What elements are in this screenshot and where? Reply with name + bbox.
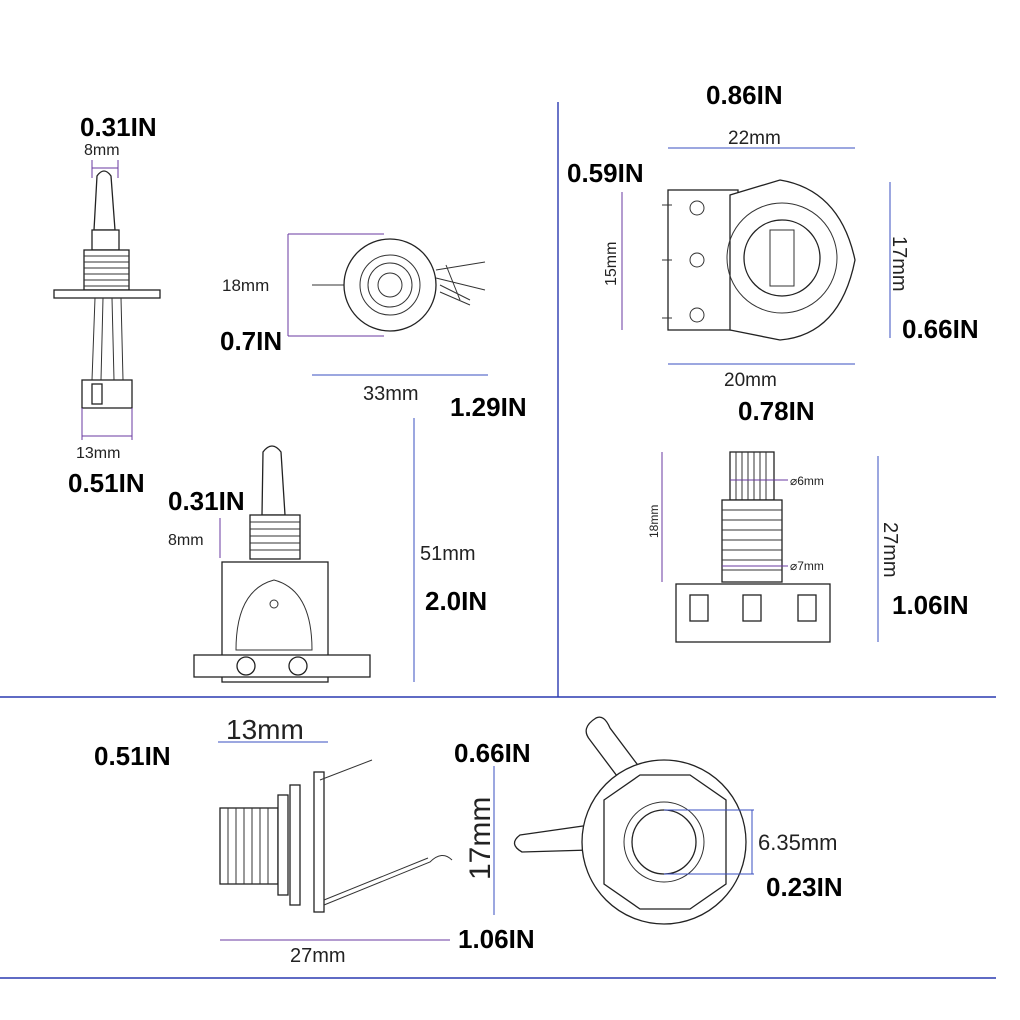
toggle-side-height-mm: 18mm (222, 276, 269, 295)
toggle-base-block (81, 379, 133, 409)
jack-socket-hole (631, 809, 697, 875)
jack-front-hole-mm: 6.35mm (758, 830, 837, 855)
pot-side-shaft-dia: ⌀6mm (790, 474, 824, 488)
jack-side-thread-in: 0.51IN (94, 741, 171, 771)
pot-front-width-in: 0.86IN (706, 80, 783, 110)
toggle-front-height-in: 2.0IN (425, 586, 487, 616)
toggle-side-length-mm: 33mm (363, 383, 419, 405)
pot-threaded-bushing (721, 499, 783, 583)
toggle-plate (53, 289, 161, 299)
pot-front-body-mm: 20mm (724, 370, 777, 391)
toggle-switch-front-view: 0.31IN 8mm 51mm 2.0IN (168, 418, 487, 683)
pot-knurled-shaft (729, 451, 775, 501)
toggle-screw-right (288, 656, 308, 676)
jack-threaded-barrel (219, 807, 279, 885)
toggle-collar (91, 229, 120, 251)
toggle-side-height-in: 0.7IN (220, 326, 282, 356)
pot-side-thread-dia: ⌀7mm (790, 559, 824, 573)
toggle-switch-top-view: 0.31IN 8mm 13mm 0.51IN (53, 112, 161, 498)
output-jack-front-view: 6.35mm 0.23IN (513, 716, 843, 925)
pot-side-height-mm: 27mm (879, 522, 901, 578)
jack-side-length-in: 1.06IN (458, 924, 535, 954)
output-jack-side-view: 13mm 0.51IN 0.66IN 17mm 27mm 1.06IN (94, 714, 535, 967)
toggle-thread (83, 249, 130, 291)
jack-side-height-in: 0.66IN (454, 738, 531, 768)
jack-side-length-mm: 27mm (290, 945, 346, 967)
toggle-top-base-mm: 13mm (76, 445, 120, 462)
pot-lug-plate (667, 189, 739, 331)
toggle-top-width-mm: 8mm (84, 142, 120, 159)
toggle-front-tip (261, 445, 286, 516)
toggle-tip (93, 170, 116, 231)
jack-frame (313, 771, 325, 913)
jack-side-height-mm: 17mm (464, 797, 497, 880)
toggle-wire-lugs (435, 261, 486, 306)
pot-front-lug-in: 0.59IN (567, 158, 644, 188)
toggle-front-lug-bar (193, 654, 371, 678)
toggle-top-width-in: 0.31IN (80, 112, 157, 142)
pot-front-height-mm: 17mm (888, 236, 910, 292)
pot-front-lug-mm: 15mm (603, 242, 620, 286)
toggle-screw-left (236, 656, 256, 676)
jack-spring-contact (319, 759, 453, 906)
jack-washer (289, 784, 301, 906)
jack-front-hole-in: 0.23IN (766, 872, 843, 902)
toggle-legs (91, 297, 124, 381)
potentiometer-side-view: 18mm ⌀6mm ⌀7mm 27mm 1.06IN (647, 451, 969, 643)
potentiometer-front-view: 0.86IN 22mm 0.59IN 15mm 17mm 0.66IN 20mm… (567, 80, 979, 426)
jack-side-thread-mm: 13mm (226, 714, 304, 745)
toggle-side-length-in: 1.29IN (450, 392, 527, 422)
pot-front-height-in: 0.66IN (902, 314, 979, 344)
pot-side-shaft-mm: 18mm (647, 505, 661, 538)
toggle-switch-side-view: 18mm 0.7IN 33mm 1.29IN (220, 233, 527, 422)
toggle-top-base-in: 0.51IN (68, 468, 145, 498)
toggle-front-bushing-mm: 8mm (168, 532, 204, 549)
toggle-front-height-mm: 51mm (420, 543, 476, 565)
jack-side-lug (513, 824, 591, 853)
pot-side-height-in: 1.06IN (892, 590, 969, 620)
pot-front-width-mm: 22mm (728, 128, 781, 149)
pot-shaft (743, 219, 821, 297)
toggle-front-bushing-in: 0.31IN (168, 486, 245, 516)
pot-front-body-in: 0.78IN (738, 396, 815, 426)
toggle-round-body (343, 238, 437, 332)
